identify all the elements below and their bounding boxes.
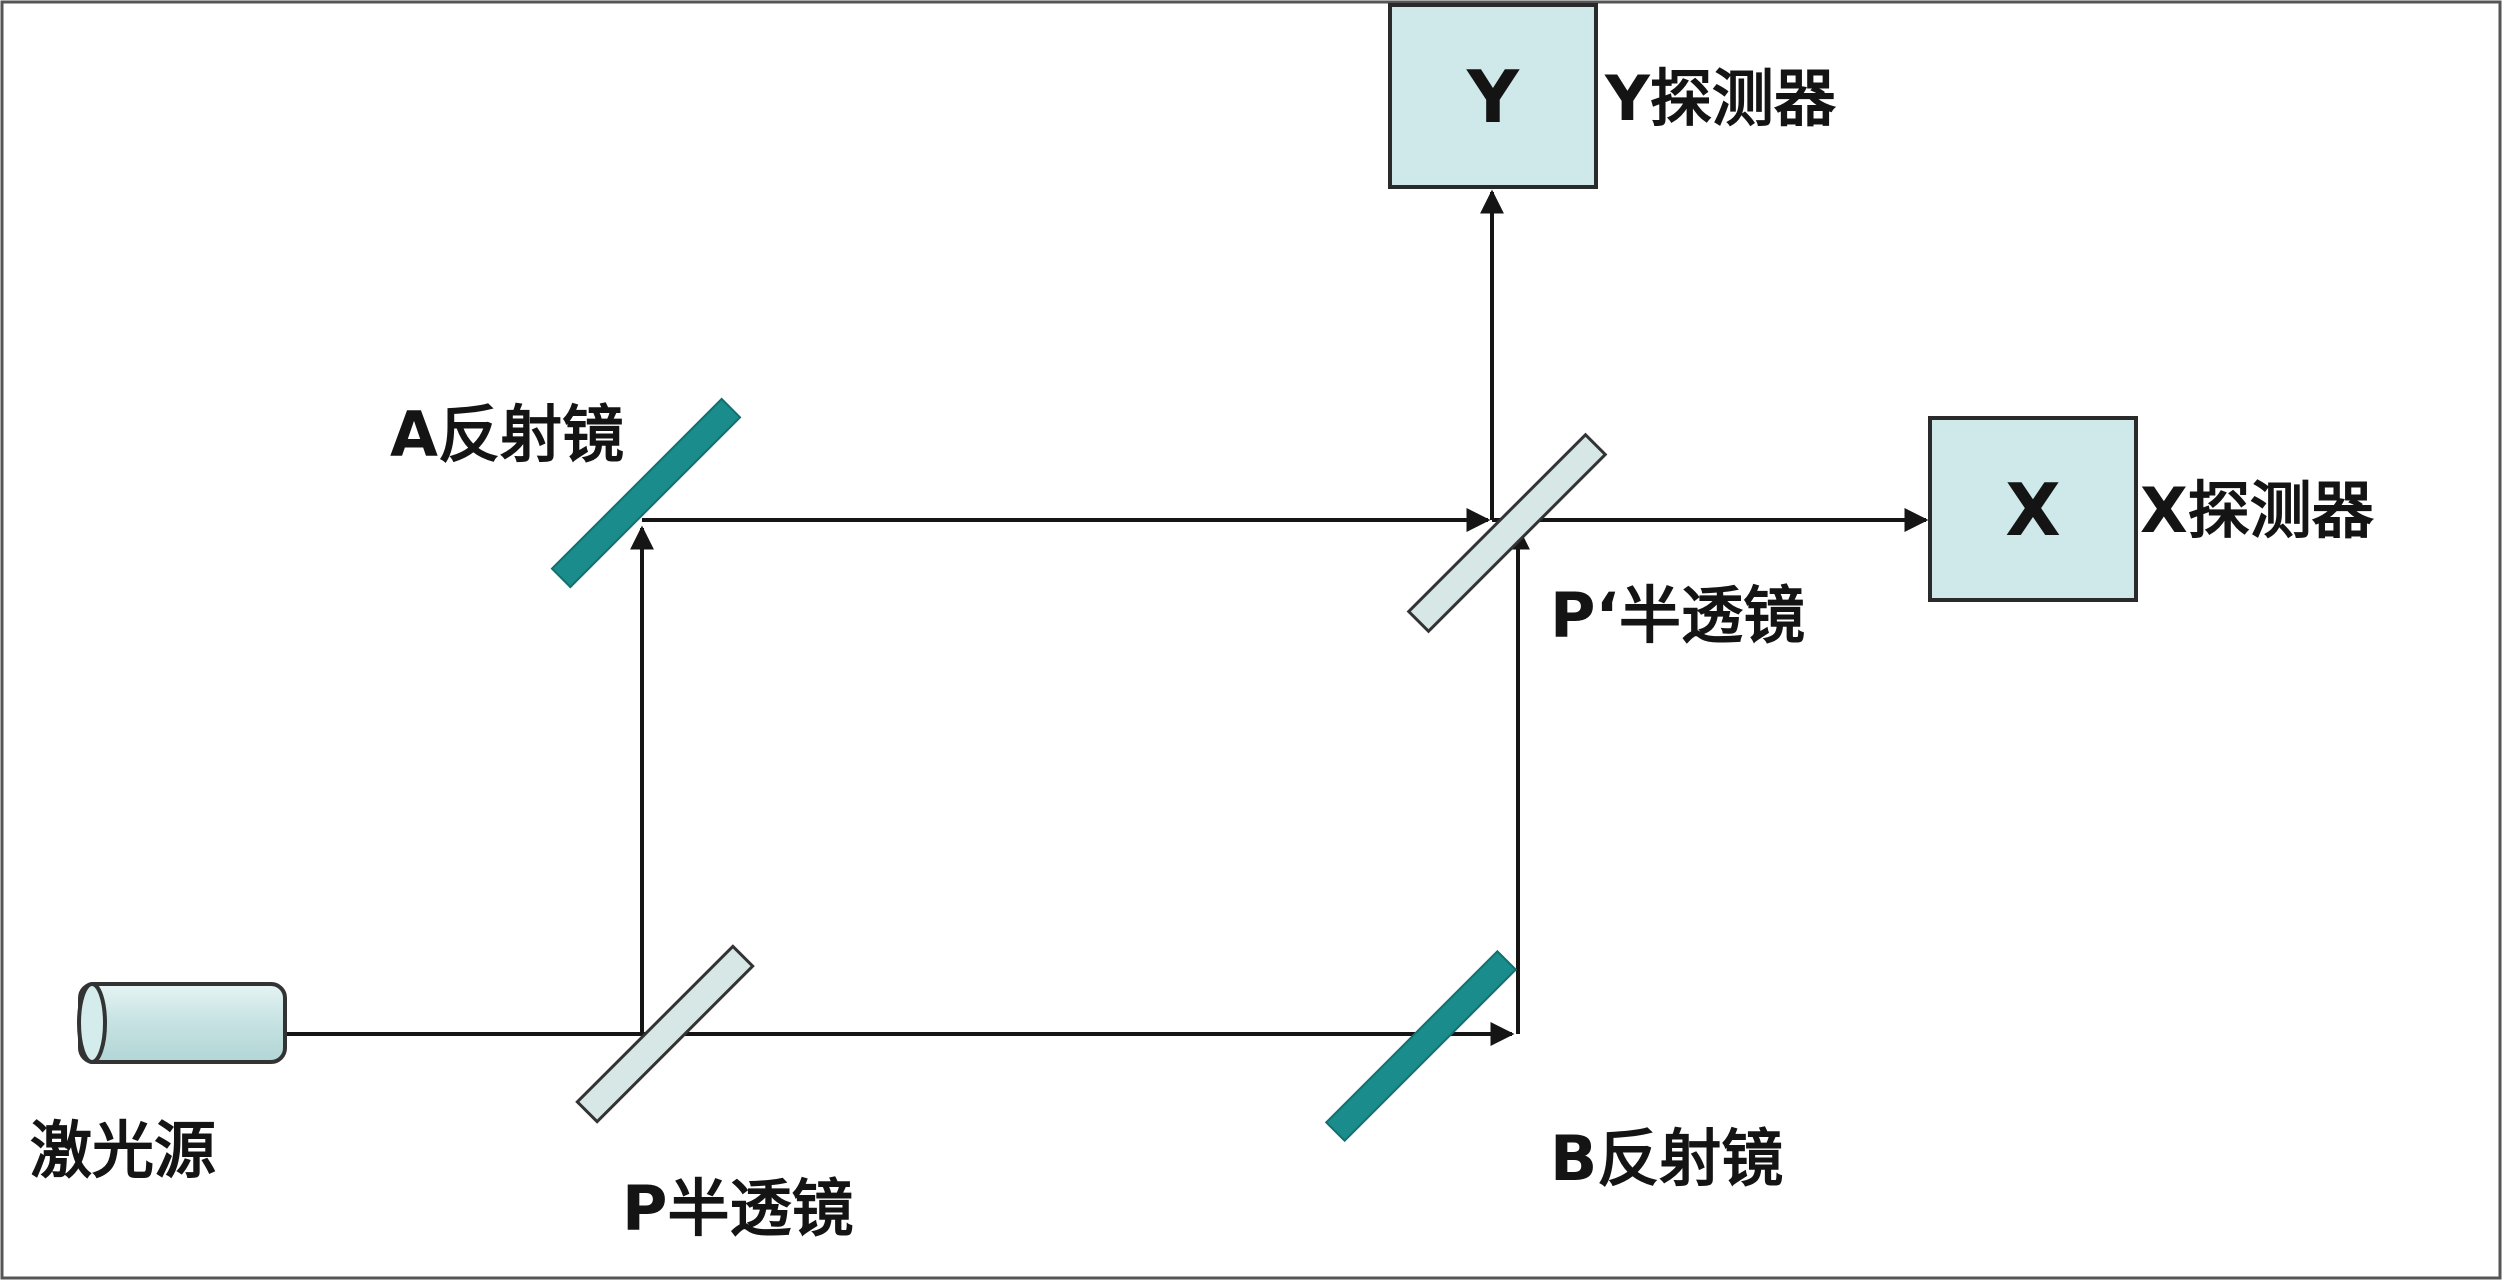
x-detector: X (1928, 416, 2138, 602)
p-half-mirror (575, 944, 755, 1124)
p-prime-splitter-label: P‘半透镜 (1550, 579, 1805, 652)
y-detector: Y (1388, 3, 1598, 189)
laser-source-label: 激光源 (30, 1114, 216, 1187)
y-detector-letter: Y (1466, 55, 1520, 139)
p-prime-half-mirror (1406, 432, 1608, 634)
x-detector-letter: X (2005, 468, 2061, 552)
y-detector-label: Y探测器 (1604, 62, 1837, 135)
b-reflector-mirror (1324, 949, 1518, 1143)
x-detector-label: X探测器 (2140, 474, 2375, 547)
b-mirror-label: B反射镜 (1550, 1122, 1783, 1195)
laser-source (77, 982, 287, 1064)
a-reflector-mirror (550, 397, 742, 589)
p-splitter-label: P半透镜 (622, 1172, 853, 1245)
a-mirror-label: A反射镜 (390, 398, 624, 471)
